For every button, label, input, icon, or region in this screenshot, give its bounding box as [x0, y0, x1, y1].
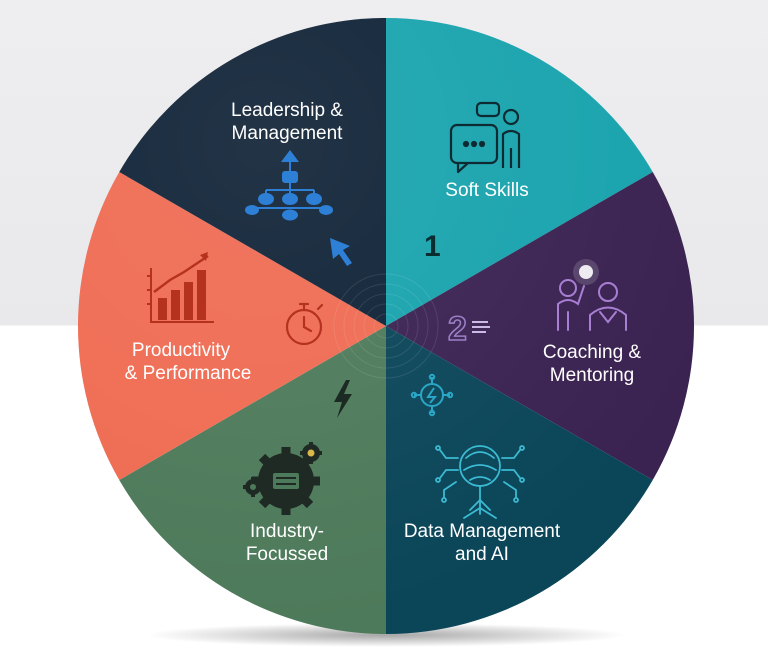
leadership-line-2: Management — [232, 123, 344, 144]
wheel-shadow — [146, 623, 626, 647]
soft-skills-line-1: Soft Skills — [445, 180, 528, 201]
label-productivity: Productivity & Performance — [125, 340, 252, 384]
wheel-sheen — [78, 18, 694, 634]
cursor-arrow-icon — [330, 238, 352, 266]
label-industry: Industry- Focussed — [246, 521, 328, 565]
step-two-mark: 2 — [447, 309, 490, 349]
step-two-numeral: 2 — [448, 310, 467, 348]
coaching-line-2: Mentoring — [550, 365, 635, 386]
data-ai-line-1: Data Management — [404, 521, 561, 542]
industry-line-1: Industry- — [250, 521, 324, 542]
productivity-line-1: Productivity — [132, 340, 231, 361]
label-data-ai: Data Management and AI — [404, 521, 561, 565]
step-one-mark: 1 — [424, 230, 441, 263]
large-gear — [252, 447, 320, 515]
stopwatch-icon — [285, 302, 324, 346]
industry-line-2: Focussed — [246, 544, 328, 565]
org-chart-icon — [245, 150, 333, 221]
conversation-icon — [449, 101, 521, 174]
ai-tree-icon — [435, 445, 525, 519]
small-gear-left — [243, 477, 263, 497]
coaching-line-1: Coaching & — [543, 342, 642, 363]
label-soft-skills: Soft Skills — [445, 180, 528, 201]
data-ai-line-2: and AI — [455, 544, 509, 565]
bar-chart-icon — [147, 252, 214, 323]
label-leadership: Leadership & Management — [231, 100, 343, 144]
lightning-icon — [334, 380, 352, 418]
label-coaching: Coaching & Mentoring — [543, 342, 642, 386]
leadership-line-1: Leadership & — [231, 100, 343, 121]
gears-icon — [243, 442, 322, 515]
small-gear-top — [300, 442, 322, 464]
mentor-icon — [557, 259, 627, 331]
productivity-line-2: & Performance — [125, 363, 252, 384]
target-bolt-icon — [410, 373, 454, 417]
